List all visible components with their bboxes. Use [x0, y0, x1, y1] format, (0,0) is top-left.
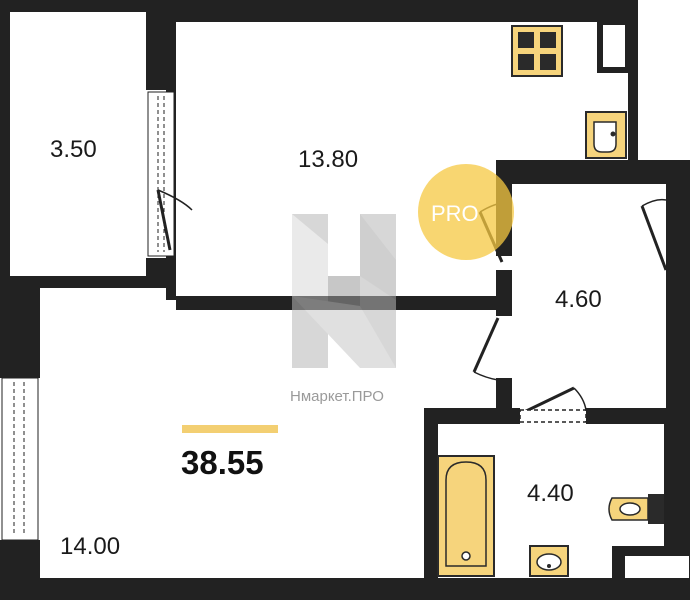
wall-hall-bath-right	[586, 408, 676, 424]
balcony-door-swing	[157, 189, 193, 211]
entrance-door-leaf	[640, 205, 668, 271]
total-area: 38.55	[181, 444, 264, 481]
living-window	[1, 377, 39, 541]
wall-kitchen-right	[628, 10, 638, 170]
bathtub-icon	[437, 455, 495, 577]
entrance-door-swing	[641, 198, 667, 207]
wall-balcony-bottom	[0, 276, 176, 288]
balcony-door-leaf	[156, 189, 172, 251]
pro-badge: PRO	[418, 164, 514, 260]
wall-hall-top-right	[652, 160, 690, 184]
wall-hall-left-mid	[496, 270, 512, 316]
kitchen-sink-icon	[585, 111, 627, 159]
pro-badge-text: PRO	[431, 201, 479, 226]
wall-cutouts	[600, 22, 690, 578]
wall-bottom	[0, 578, 690, 600]
total-area-accent-bar	[182, 425, 278, 433]
living-door-swing	[473, 371, 499, 381]
room-area-bathroom: 4.40	[527, 480, 574, 507]
watermark-brand: Нмаркет.ПРО	[290, 388, 384, 405]
room-area-balcony: 3.50	[50, 136, 97, 163]
bathroom-door-opening	[519, 409, 587, 423]
room-area-living: 14.00	[60, 533, 120, 560]
wall-living-pier-upper	[0, 308, 40, 378]
room-area-kitchen: 13.80	[298, 146, 358, 173]
room-area-hall: 4.60	[555, 286, 602, 313]
balcony-door-window	[147, 91, 175, 257]
bathroom-sink-icon	[529, 545, 569, 577]
wall-hall-left-bottom	[496, 378, 512, 408]
windows	[1, 91, 175, 541]
kitchen-niche-outline	[597, 19, 631, 73]
bath-niche-outline	[619, 549, 690, 585]
wall-kitchen-top	[176, 10, 636, 22]
wall-bath-right-upper	[664, 424, 690, 550]
kitchen-niche	[600, 22, 628, 70]
fixtures	[437, 25, 664, 577]
bathroom-door-swing	[573, 387, 587, 411]
wall-hall-bath	[424, 408, 520, 424]
stove-icon	[511, 25, 563, 77]
wall-balcony-left	[0, 0, 10, 288]
wall-bath-left	[424, 408, 438, 588]
toilet-icon	[608, 494, 664, 524]
wall-top	[0, 0, 638, 12]
watermark-logo	[292, 214, 396, 368]
bath-niche-inner	[624, 556, 690, 578]
living-door-leaf	[472, 317, 500, 373]
